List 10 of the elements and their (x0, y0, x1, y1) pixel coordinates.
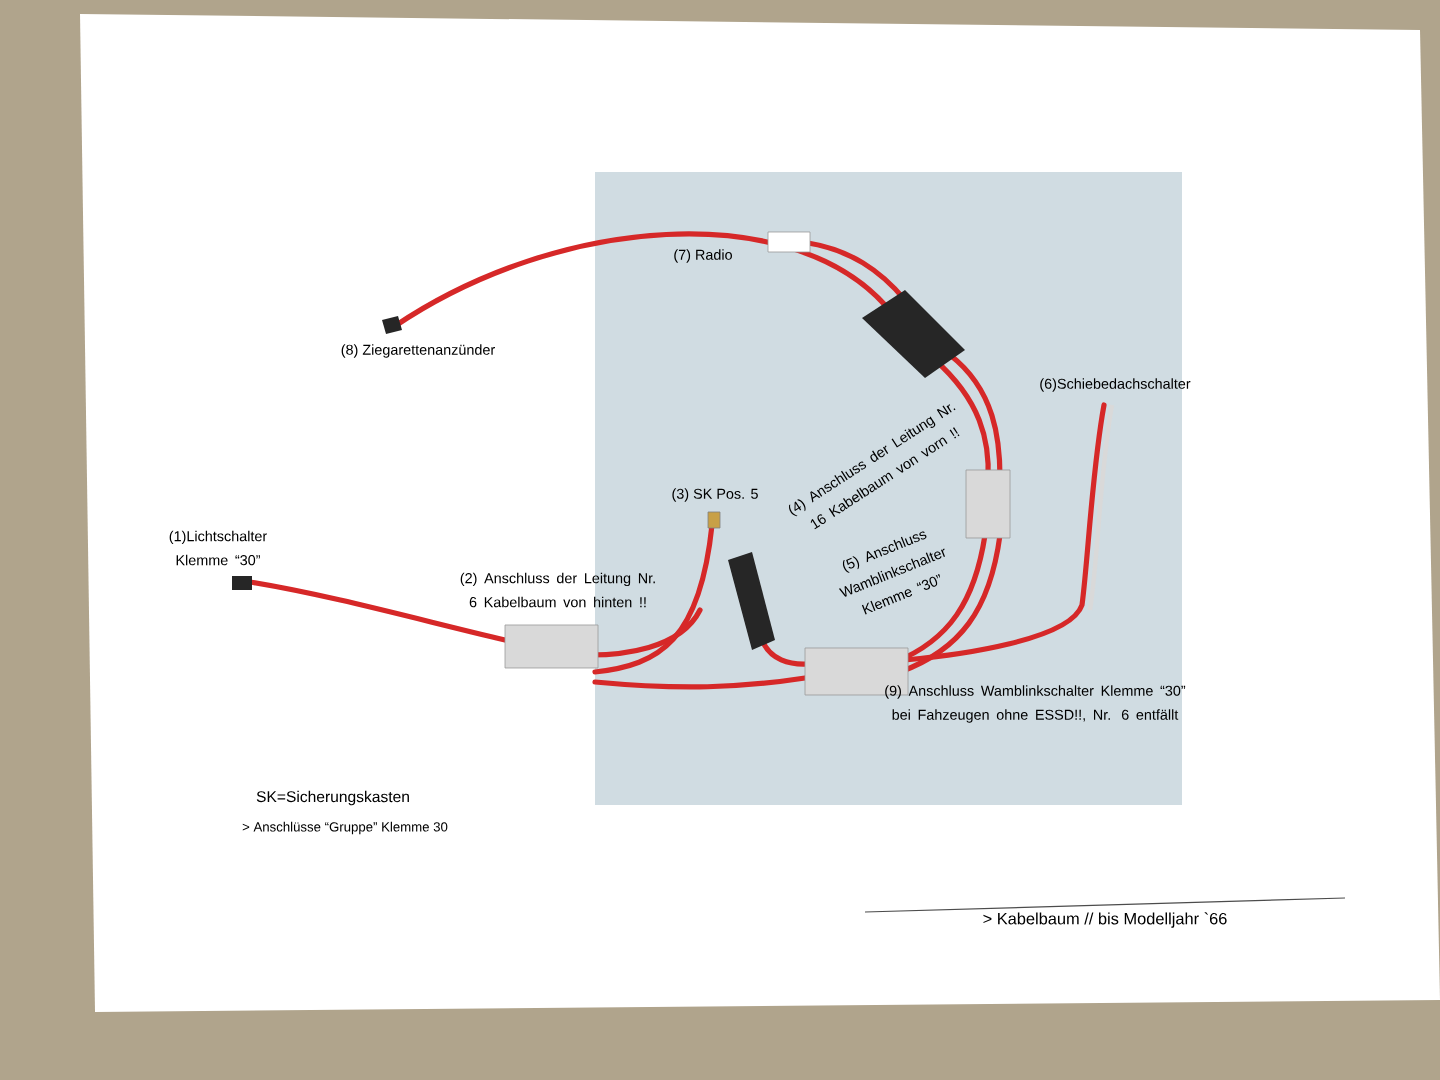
note-text: > Anschlüsse “Gruppe” Klemme 30 (242, 821, 448, 835)
legend-note: SK=Sicherungskasten (256, 790, 409, 806)
part-label: (8) Ziegarettenanzünder (341, 344, 495, 358)
footer-text: > Kabelbaum // bis Modelljahr `66 (983, 912, 1227, 928)
part-label: (1)Lichtschalter Klemme “30” (169, 530, 267, 566)
part-label: (7) Radio (674, 249, 732, 263)
part-label: (3) SK Pos. 5 (672, 488, 758, 502)
part-label: (6)Schiebedachschalter (1040, 378, 1191, 392)
part-label: (2) Anschluss der Leitung Nr. 6 Kabelbaum von hinten !! (460, 572, 655, 608)
part-label: (9) Anschluss Wamblinkschalter Klemme “30” bei Fahzeugen ohne ESSD!!, Nr. 6 entfällt (885, 685, 1186, 723)
